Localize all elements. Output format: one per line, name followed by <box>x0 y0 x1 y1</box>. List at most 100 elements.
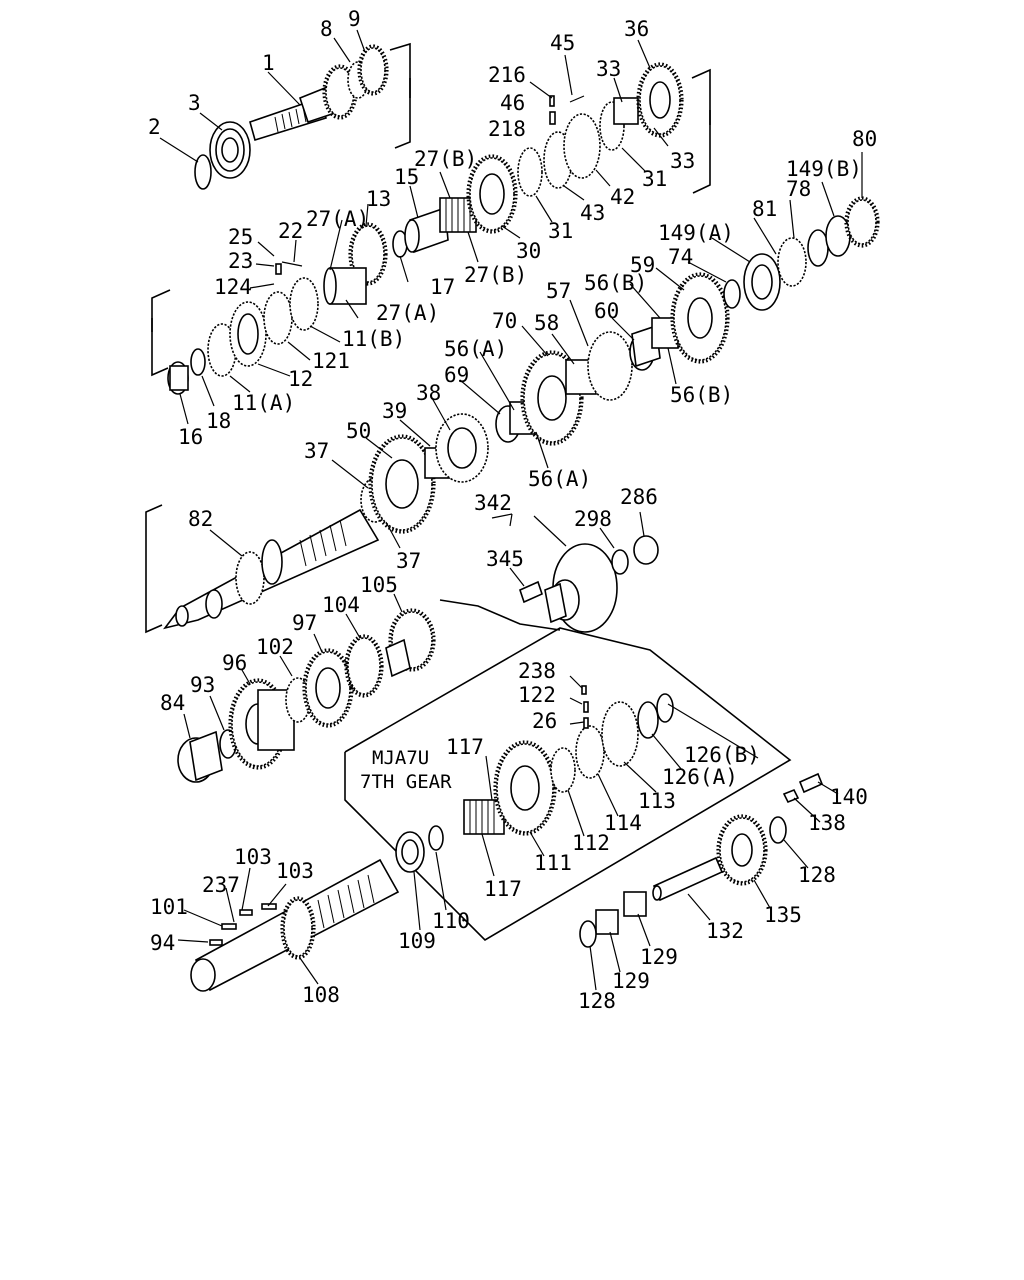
label-126b: 126(B) <box>684 743 760 767</box>
label-101: 101 <box>150 895 188 919</box>
label-117-bottom: 117 <box>484 877 522 901</box>
label-82: 82 <box>188 507 213 531</box>
label-27a-top: 27(A) <box>306 207 369 231</box>
label-105: 105 <box>360 573 398 597</box>
label-149a: 149(A) <box>658 221 734 245</box>
label-114: 114 <box>604 811 642 835</box>
label-22: 22 <box>278 219 303 243</box>
label-103-right: 103 <box>276 859 314 883</box>
label-126a: 126(A) <box>662 765 738 789</box>
label-36: 36 <box>624 17 649 41</box>
label-140: 140 <box>830 785 868 809</box>
label-122: 122 <box>518 683 556 707</box>
label-42: 42 <box>610 185 635 209</box>
label-124: 124 <box>214 275 252 299</box>
mainshaft-rear-group <box>360 196 880 534</box>
label-121: 121 <box>312 349 350 373</box>
label-56b-bottom: 56(B) <box>670 383 733 407</box>
label-18: 18 <box>206 409 231 433</box>
label-59: 59 <box>630 253 655 277</box>
label-58: 58 <box>534 311 559 335</box>
label-45: 45 <box>550 31 575 55</box>
label-27a-bottom: 27(A) <box>376 301 439 325</box>
label-33-bottom: 33 <box>670 149 695 173</box>
label-135: 135 <box>764 903 802 927</box>
label-78: 78 <box>786 177 811 201</box>
label-237: 237 <box>202 873 240 897</box>
box-note-model: MJA7U <box>372 747 429 769</box>
label-218: 218 <box>488 117 526 141</box>
label-57: 57 <box>546 279 571 303</box>
label-97: 97 <box>292 611 317 635</box>
label-25: 25 <box>228 225 253 249</box>
label-50: 50 <box>346 419 371 443</box>
label-216: 216 <box>488 63 526 87</box>
label-112: 112 <box>572 831 610 855</box>
label-31-right: 31 <box>642 167 667 191</box>
label-8: 8 <box>320 17 333 41</box>
label-286: 286 <box>620 485 658 509</box>
label-129-right: 129 <box>640 945 678 969</box>
mainshaft-front-group <box>167 62 684 395</box>
label-16: 16 <box>178 425 203 449</box>
label-128-right: 128 <box>798 863 836 887</box>
label-11a: 11(A) <box>232 391 295 415</box>
label-38: 38 <box>416 381 441 405</box>
label-56a-bottom: 56(A) <box>528 467 591 491</box>
label-84: 84 <box>160 691 185 715</box>
label-56b-top: 56(B) <box>584 271 647 295</box>
label-26: 26 <box>532 709 557 733</box>
label-2: 2 <box>148 115 161 139</box>
leader-lines <box>159 29 863 991</box>
label-104: 104 <box>322 593 360 617</box>
label-17: 17 <box>430 275 455 299</box>
label-138: 138 <box>808 811 846 835</box>
part-labels: 1 2 3 8 9 216 45 36 46 33 218 33 31 42 4… <box>148 7 877 1013</box>
label-31-left: 31 <box>548 219 573 243</box>
label-43: 43 <box>580 201 605 225</box>
label-11b: 11(B) <box>342 327 405 351</box>
label-46: 46 <box>500 91 525 115</box>
label-110: 110 <box>432 909 470 933</box>
label-60: 60 <box>594 299 619 323</box>
countershaft-gear-group <box>177 608 436 783</box>
label-74: 74 <box>668 245 693 269</box>
label-108: 108 <box>302 983 340 1007</box>
label-81: 81 <box>752 197 777 221</box>
label-3: 3 <box>188 91 201 115</box>
label-1: 1 <box>262 51 275 75</box>
label-56a-top: 56(A) <box>444 337 507 361</box>
label-30: 30 <box>516 239 541 263</box>
label-37-top: 37 <box>304 439 329 463</box>
label-37-bottom: 37 <box>396 549 421 573</box>
label-80: 80 <box>852 127 877 151</box>
label-238: 238 <box>518 659 556 683</box>
label-12: 12 <box>288 367 313 391</box>
label-298: 298 <box>574 507 612 531</box>
label-9: 9 <box>348 7 361 31</box>
label-93: 93 <box>190 673 215 697</box>
label-70: 70 <box>492 309 517 333</box>
label-128-left: 128 <box>578 989 616 1013</box>
label-129-left: 129 <box>612 969 650 993</box>
output-shaft-assembly <box>163 508 659 633</box>
reverse-idler-group <box>579 772 824 948</box>
label-39: 39 <box>382 399 407 423</box>
seventh-gear-group <box>463 685 674 836</box>
label-13: 13 <box>366 187 391 211</box>
input-shaft-assembly <box>194 44 389 190</box>
label-342: 342 <box>474 491 512 515</box>
seventh-gear-box <box>344 627 792 942</box>
box-note-gear: 7TH GEAR <box>360 771 452 793</box>
label-109: 109 <box>398 929 436 953</box>
label-103-top: 103 <box>234 845 272 869</box>
label-96: 96 <box>222 651 247 675</box>
label-345: 345 <box>486 547 524 571</box>
label-149b: 149(B) <box>786 157 862 181</box>
label-117-top: 117 <box>446 735 484 759</box>
label-23: 23 <box>228 249 253 273</box>
countershaft-assembly <box>190 825 444 992</box>
label-27b-top: 27(B) <box>414 147 477 171</box>
label-94: 94 <box>150 931 175 955</box>
